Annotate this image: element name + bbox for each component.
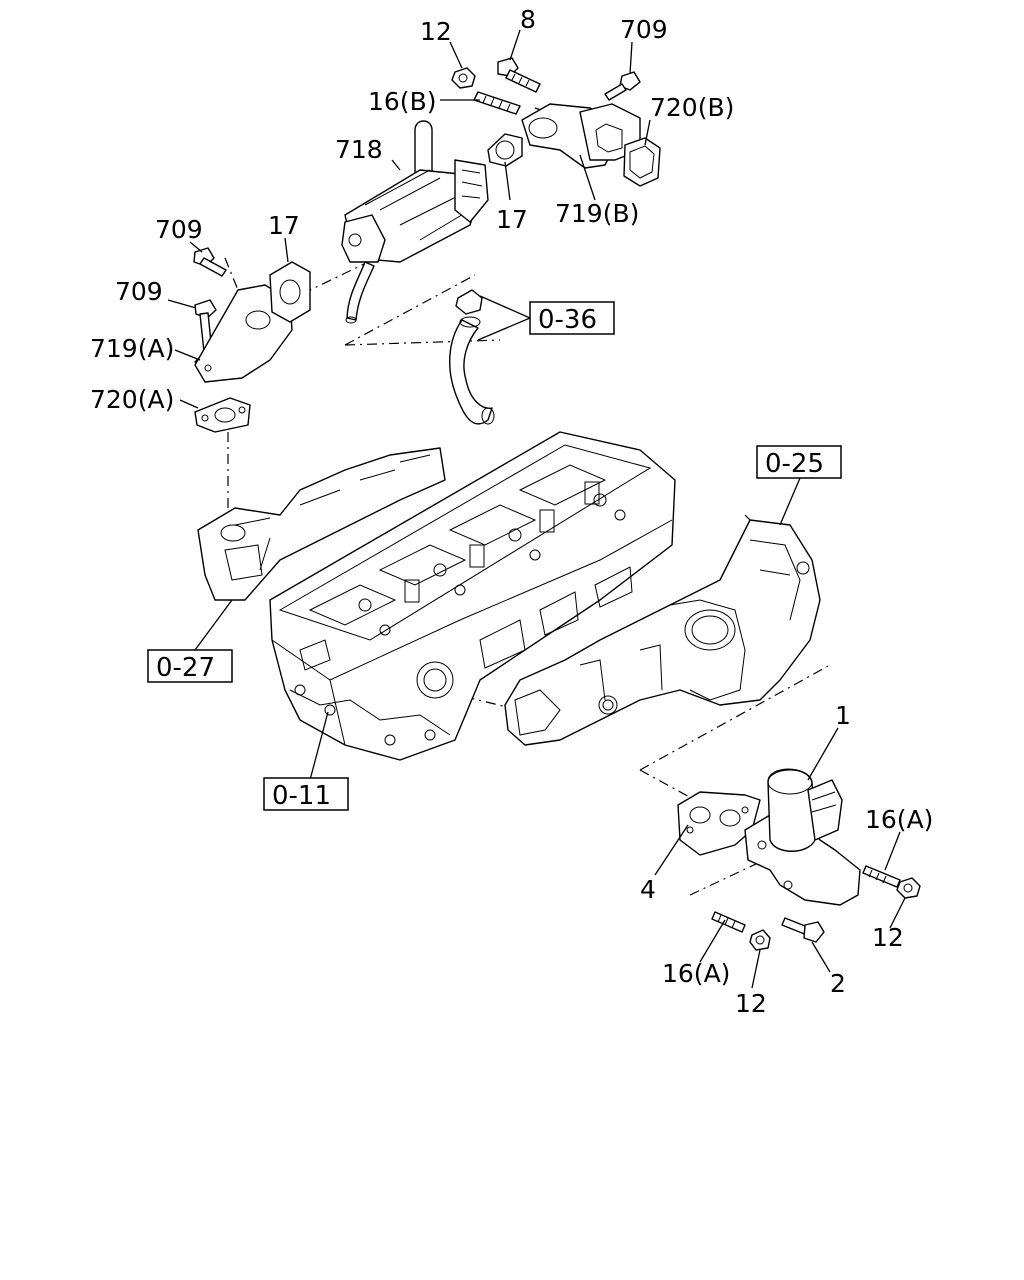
ref-label-0-25: 0-25 bbox=[765, 449, 824, 479]
callout-labels: 12 8 709 16(B) 720(B) 718 17 17 719(B) 7… bbox=[90, 5, 933, 1018]
bolt-8 bbox=[497, 57, 541, 93]
coolant-hose bbox=[449, 289, 495, 425]
callout-720b: 720(B) bbox=[650, 93, 734, 122]
callout-12-lower: 12 bbox=[735, 989, 767, 1018]
callout-16b: 16(B) bbox=[368, 87, 436, 116]
ref-box-0-25[interactable]: 0-25 bbox=[756, 445, 842, 479]
gasket-720b bbox=[623, 137, 661, 187]
nut-12-lower bbox=[749, 929, 771, 951]
egr-cooler-718 bbox=[341, 120, 489, 324]
ref-box-0-36[interactable]: 0-36 bbox=[529, 301, 615, 335]
callout-12-right: 12 bbox=[872, 923, 904, 952]
callout-718: 718 bbox=[335, 135, 383, 164]
callout-16a-right: 16(A) bbox=[865, 805, 933, 834]
gasket-17-upper bbox=[487, 133, 523, 167]
ref-label-0-36: 0-36 bbox=[538, 305, 597, 335]
callout-709-top: 709 bbox=[620, 15, 668, 44]
callout-16a-lower: 16(A) bbox=[662, 959, 730, 988]
callout-17-right: 17 bbox=[496, 205, 528, 234]
callout-719b: 719(B) bbox=[555, 199, 639, 228]
callout-709-left-lower: 709 bbox=[115, 277, 163, 306]
gasket-17-lower bbox=[269, 261, 311, 323]
leader-lines bbox=[167, 29, 906, 989]
ref-box-0-27[interactable]: 0-27 bbox=[147, 649, 233, 683]
callout-8: 8 bbox=[520, 5, 536, 34]
gasket-720a bbox=[194, 397, 251, 433]
stud-16b bbox=[473, 91, 521, 115]
callout-12-top: 12 bbox=[420, 17, 452, 46]
callout-709-left-upper: 709 bbox=[155, 215, 203, 244]
nut-12-right bbox=[896, 877, 921, 899]
callout-17-upper: 17 bbox=[268, 211, 300, 240]
callout-4: 4 bbox=[640, 875, 656, 904]
callout-719a: 719(A) bbox=[90, 334, 174, 363]
ref-box-0-11[interactable]: 0-11 bbox=[263, 777, 349, 811]
nut-12-top bbox=[451, 67, 476, 89]
ref-label-0-27: 0-27 bbox=[156, 653, 215, 683]
callout-720a: 720(A) bbox=[90, 385, 174, 414]
cylinder-head bbox=[197, 431, 676, 761]
flange-719a bbox=[194, 284, 293, 383]
callout-1: 1 bbox=[835, 701, 851, 730]
valve-bosses bbox=[358, 481, 626, 636]
throttle-body-1 bbox=[744, 768, 861, 906]
intake-manifold bbox=[504, 519, 821, 746]
callout-2: 2 bbox=[830, 969, 846, 998]
bolt-709-top bbox=[604, 71, 641, 101]
stud-16a-right bbox=[862, 865, 901, 888]
stud-16a-lower bbox=[711, 911, 746, 933]
ref-label-0-11: 0-11 bbox=[272, 781, 331, 811]
bolt-2 bbox=[781, 917, 825, 943]
bolt-709-left-upper bbox=[193, 247, 227, 277]
